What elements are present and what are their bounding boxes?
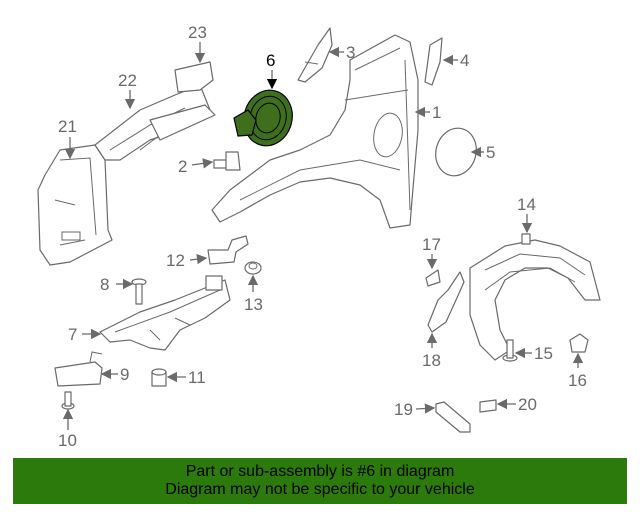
part-16-push-clip [569, 333, 589, 353]
callout-22: 22 [118, 71, 137, 90]
part-22-upper-rail [94, 84, 216, 161]
callout-5: 5 [486, 143, 495, 162]
part-18-bracket [427, 271, 465, 333]
part-6-fuel-door-housing [233, 89, 293, 147]
part-7-lower-support [99, 275, 231, 351]
part-19-bracket [435, 401, 471, 433]
callout-19: 19 [394, 400, 413, 419]
callout-2: 2 [178, 157, 187, 176]
callout-9: 9 [120, 365, 129, 384]
callout-4: 4 [460, 51, 469, 70]
info-banner: Part or sub-assembly is #6 in diagram Di… [13, 458, 627, 504]
callout-labels: 1 2 3 4 5 6 7 8 9 10 11 12 13 14 15 16 1… [58, 23, 587, 450]
part-20-screw [479, 399, 497, 413]
callout-15: 15 [534, 344, 553, 363]
banner-line-2: Diagram may not be specific to your vehi… [165, 481, 475, 498]
callout-3: 3 [346, 43, 355, 62]
part-14-fender-liner [469, 233, 601, 361]
parts-diagram: 1 2 3 4 5 6 7 8 9 10 11 12 13 14 15 16 1… [37, 23, 601, 450]
part-8-bolt [131, 278, 147, 305]
callout-23: 23 [188, 23, 207, 42]
part-12-bracket [207, 235, 249, 265]
callout-10: 10 [58, 431, 77, 450]
callout-18: 18 [422, 351, 441, 370]
part-11-grommet [151, 368, 167, 387]
part-4-clip [424, 37, 443, 86]
callout-13: 13 [244, 295, 263, 314]
callout-8: 8 [100, 275, 109, 294]
part-2-bolt [213, 151, 241, 171]
part-3-bracket [297, 27, 333, 83]
banner-line-1: Part or sub-assembly is #6 in diagram [185, 463, 455, 480]
callout-16: 16 [568, 371, 587, 390]
part-9-bracket [54, 351, 103, 387]
callout-14: 14 [517, 195, 536, 214]
callout-20: 20 [518, 395, 537, 414]
leader-lines [62, 42, 584, 430]
callout-1: 1 [432, 103, 441, 122]
callout-17: 17 [422, 235, 441, 254]
part-13-nut [244, 261, 262, 275]
callout-7: 7 [68, 325, 77, 344]
callout-12: 12 [166, 251, 185, 270]
part-21-inner-panel [37, 144, 113, 266]
part-1-front-fender [211, 34, 419, 229]
callout-11: 11 [188, 368, 206, 387]
part-10-bolt [61, 391, 75, 410]
callout-21: 21 [58, 117, 77, 136]
part-17-clip [425, 269, 441, 287]
part-23-bracket [174, 61, 214, 93]
callout-6: 6 [266, 51, 275, 70]
